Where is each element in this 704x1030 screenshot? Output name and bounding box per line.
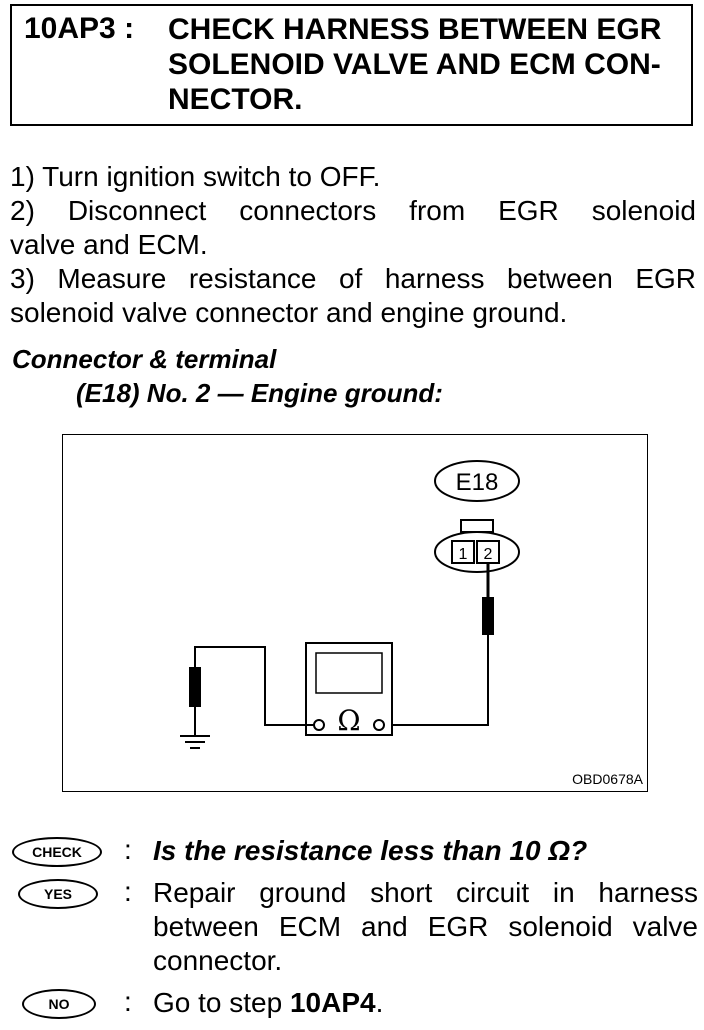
no-action: Go to step 10AP4. [153, 986, 698, 1020]
connector-label-ellipse [434, 460, 520, 502]
yes-action: Repair ground short circuit in harness b… [153, 876, 698, 978]
step-title-line: SOLENOID VALVE AND ECM CON- [168, 48, 661, 81]
yes-action-line-2: between ECM and EGR solenoid valve [153, 911, 698, 942]
pin-2-label: 2 [484, 546, 493, 563]
step-2-line-1: 2) Disconnect connectors from EGR soleno… [10, 195, 696, 226]
ohm-symbol: Ω [337, 704, 360, 737]
ohmmeter-terminal-right [373, 719, 385, 731]
step-1: 1) Turn ignition switch to OFF. [10, 161, 381, 192]
yes-action-line-3: connector. [153, 945, 283, 976]
step-title-line: NECTOR. [168, 83, 303, 116]
step-3-line-2: solenoid valve connector and engine grou… [10, 297, 568, 328]
ohmmeter-display [315, 652, 383, 694]
figure-id: OBD0678A [572, 771, 643, 787]
wiring-diagram-svg: E18 1 2 Ω [180, 460, 520, 749]
no-step-ref: 10AP4 [289, 987, 376, 1018]
yes-badge: YES [18, 879, 98, 909]
connector-terminal-spec: (E18) No. 2 — Engine ground: [76, 378, 443, 408]
step-header-box: 10AP3 : CHECK HARNESS BETWEEN EGR SOLENO… [10, 4, 693, 126]
connector-label: E18 [456, 469, 499, 496]
lead-right [375, 635, 489, 726]
no-action-prefix: Go to step [153, 987, 290, 1018]
wiring-diagram: E18 1 2 Ω OBD0678A [62, 434, 648, 792]
probe-right [482, 597, 494, 635]
procedure-steps: 1) Turn ignition switch to OFF. 2) Disco… [10, 160, 696, 330]
step-title-line: CHECK HARNESS BETWEEN EGR [168, 13, 662, 46]
connector-body [434, 531, 520, 573]
step-3-line-1: 3) Measure resistance of harness between… [10, 263, 696, 294]
no-badge: NO [22, 989, 96, 1019]
no-colon: : [124, 986, 132, 1017]
connector-terminal-heading: Connector & terminal [12, 344, 277, 374]
step-code: 10AP3 : [24, 12, 135, 45]
check-question: Is the resistance less than 10 Ω? [153, 835, 588, 866]
connector-latch [460, 519, 494, 533]
step-2-line-2: valve and ECM. [10, 229, 208, 260]
check-colon: : [124, 834, 132, 865]
probe-left [189, 667, 201, 707]
connector-pin-1 [451, 540, 475, 564]
pin-1-label: 1 [459, 546, 468, 563]
yes-colon: : [124, 876, 132, 907]
check-badge: CHECK [12, 837, 102, 867]
yes-action-line-1: Repair ground short circuit in harness [153, 877, 698, 908]
lead-left [194, 646, 314, 726]
step-title: CHECK HARNESS BETWEEN EGR SOLENOID VALVE… [168, 12, 688, 117]
ohmmeter-terminal-left [313, 719, 325, 731]
no-action-suffix: . [375, 987, 384, 1018]
